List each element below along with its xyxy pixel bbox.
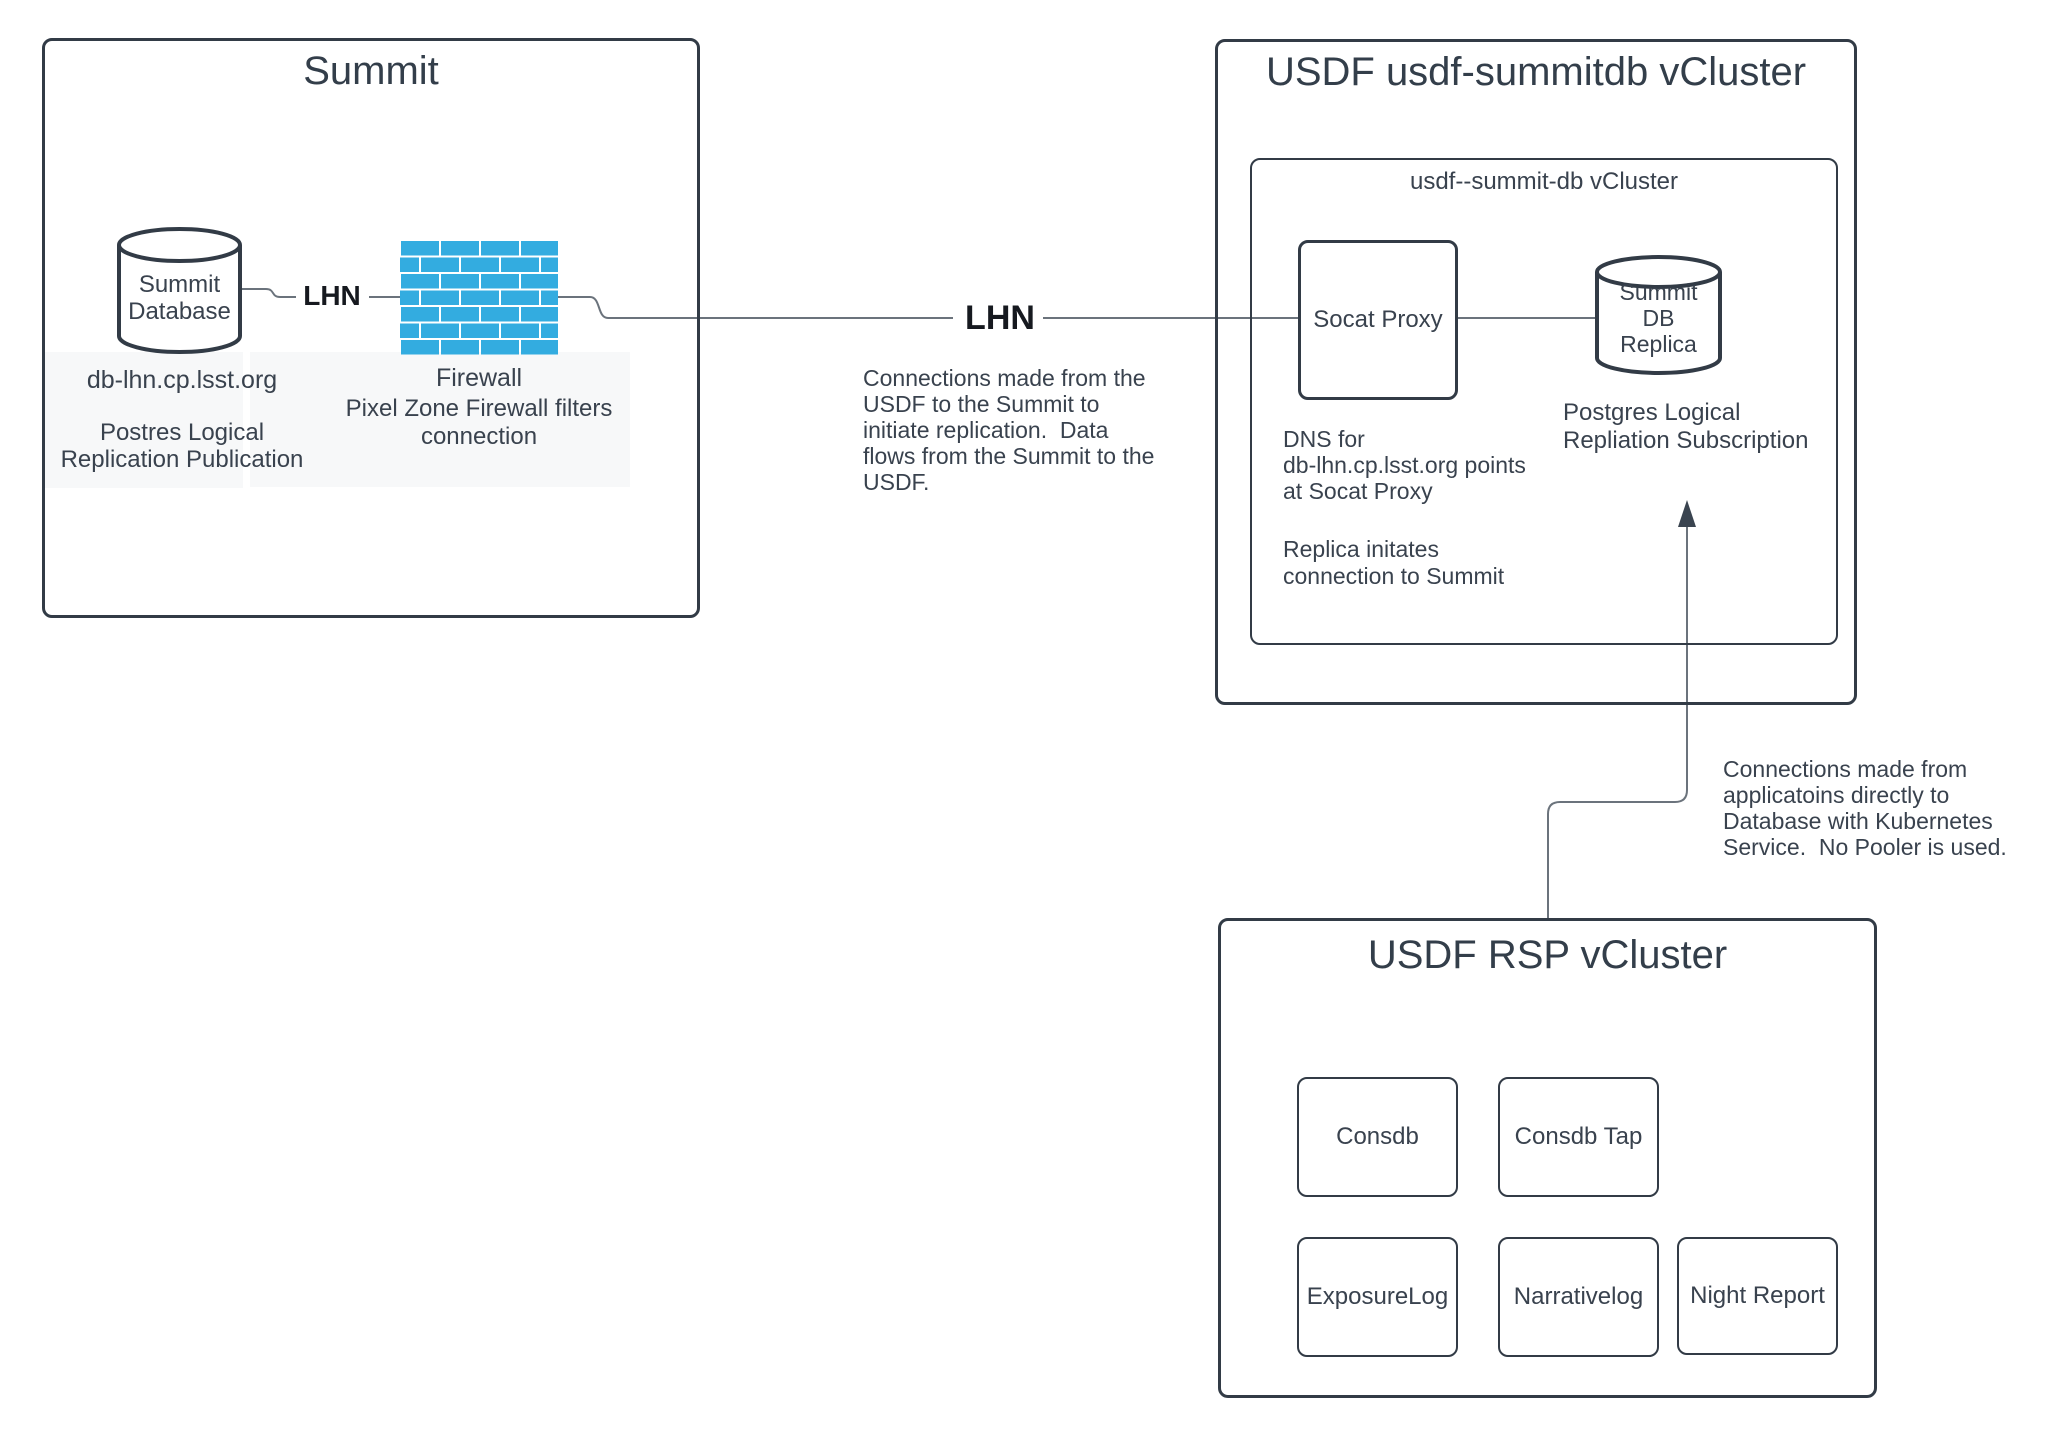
usdf-summitdb-title: USDF usdf-summitdb vCluster: [1265, 50, 1807, 94]
replication-link-note: Connections made from the USDF to the Su…: [863, 365, 1155, 495]
rsp-title: USDF RSP vCluster: [1367, 933, 1728, 977]
firewall-label: Firewall: [435, 364, 523, 392]
service-node-consdb-tap: Consdb Tap: [1498, 1077, 1659, 1197]
service-node-consdb: Consdb: [1297, 1077, 1458, 1197]
usdf-summitdb-group-box: USDF usdf-summitdb vCluster: [1215, 39, 1857, 705]
summit-database-label: Summit Database: [128, 271, 231, 325]
firewall-note: Pixel Zone Firewall filters connection: [345, 395, 613, 450]
summit-title: Summit: [303, 49, 439, 93]
summit-group-box: Summit: [42, 38, 700, 618]
database-host-label: db-lhn.cp.lsst.org: [86, 366, 278, 394]
lhn-label-link: LHN: [965, 299, 1035, 337]
service-node-night-report: Night Report: [1677, 1237, 1838, 1355]
usdf-summit-db-inner-box: usdf--summit-db vCluster: [1250, 158, 1838, 645]
label-panel-database: [45, 352, 243, 488]
lhn-label-summit: LHN: [303, 280, 361, 311]
rsp-group-box: USDF RSP vCluster: [1218, 918, 1877, 1398]
summit-db-replica-label: Summit DB Replica: [1619, 279, 1698, 357]
database-replication-note: Postres Logical Replication Publication: [60, 419, 304, 473]
replica-subscription-note: Postgres Logical Repliation Subscription: [1563, 399, 1809, 454]
app-connection-note: Connections made from applicatoins direc…: [1723, 756, 2007, 860]
replica-initiates-note: Replica initates connection to Summit: [1283, 536, 1505, 589]
socat-proxy-node: Socat Proxy: [1298, 240, 1458, 400]
service-node-exposurelog: ExposureLog: [1297, 1237, 1458, 1357]
usdf-summit-db-inner-label: usdf--summit-db vCluster: [1409, 168, 1679, 195]
dns-note: DNS for db-lhn.cp.lsst.org points at Soc…: [1283, 426, 1526, 504]
service-node-narrativelog: Narrativelog: [1498, 1237, 1659, 1357]
label-panel-firewall: [250, 352, 630, 487]
